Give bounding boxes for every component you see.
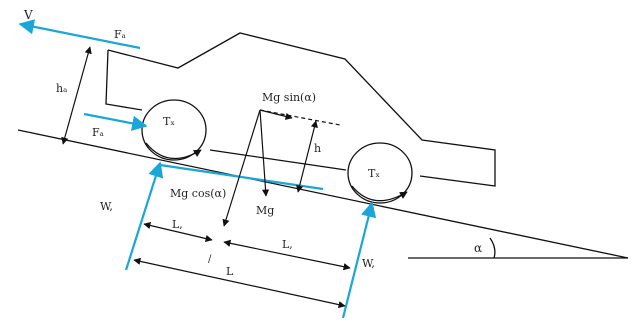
label-length-front: L,: [172, 218, 183, 231]
label-normal-rear: W,: [362, 257, 375, 270]
label-length-rear: L,: [282, 238, 293, 251]
friction-force-front: [83, 112, 148, 131]
label-cg-mark: /: [208, 254, 212, 265]
label-friction-force: Fₐ: [92, 126, 104, 139]
height-dimension-a: [61, 46, 92, 145]
car-body: [105, 32, 496, 187]
cg-reference-dashed: [259, 109, 341, 126]
label-height-a: hₐ: [56, 82, 67, 95]
mg-cos-vector: [222, 109, 261, 227]
ground-force-front: [159, 163, 324, 191]
label-mg-cos: Mg cos(α): [170, 187, 226, 200]
rear-wheel: [347, 142, 413, 204]
label-mg-sin: Mg sin(α): [262, 91, 316, 104]
normal-force-front: [124, 161, 164, 271]
label-incline-angle: α: [474, 241, 482, 255]
normal-force-rear: [341, 201, 377, 319]
label-length-total: L: [226, 265, 234, 278]
label-torque-front: Tₓ: [163, 115, 175, 128]
label-mg: Mg: [256, 204, 274, 217]
angle-arc: [489, 237, 496, 259]
label-normal-front: W,: [100, 200, 113, 213]
label-drag-force: Fₐ: [114, 28, 126, 41]
mg-vector: [259, 109, 270, 197]
height-dimension-cg: [296, 120, 318, 193]
incline-surface: [17, 129, 629, 259]
label-torque-rear: Tₓ: [368, 167, 380, 180]
velocity-arrow: [18, 19, 141, 50]
label-height-cg: h: [314, 142, 321, 155]
dimension-l-total: [133, 257, 346, 309]
label-velocity: V: [23, 8, 33, 22]
dimension-l-front: [143, 221, 213, 243]
front-wheel: [141, 99, 207, 161]
mg-sin-vector: [259, 109, 293, 120]
